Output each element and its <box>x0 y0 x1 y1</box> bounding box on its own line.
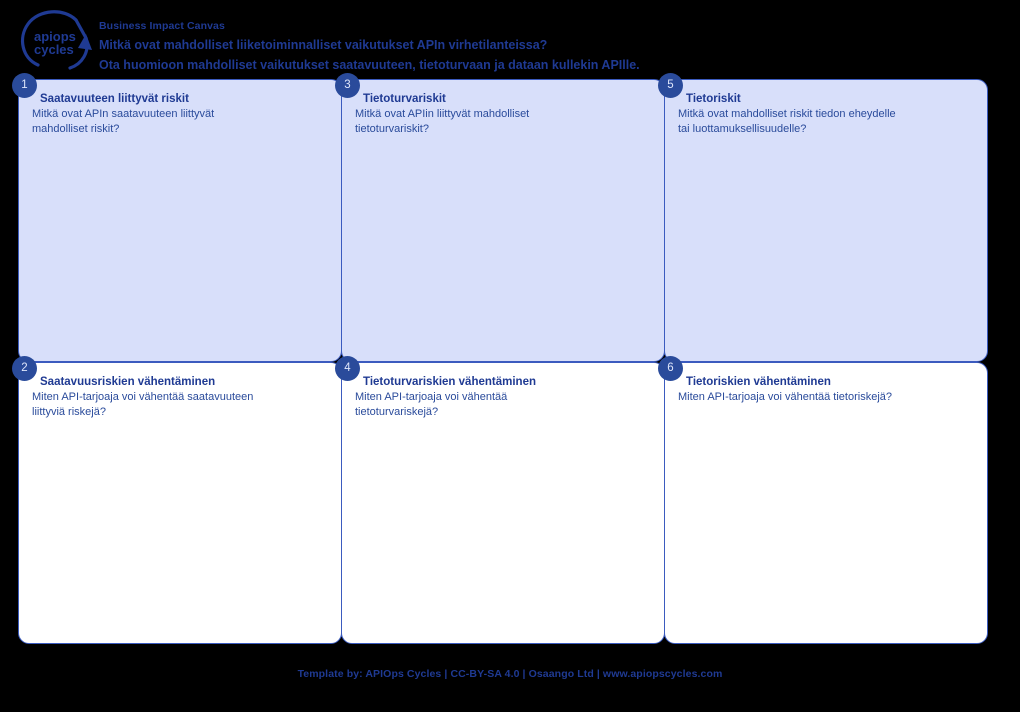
canvas-question-primary: Mitkä ovat mahdolliset liiketoiminnallis… <box>99 38 548 52</box>
canvas-card-6[interactable]: 6 Tietoriskien vähentäminen Miten API-ta… <box>658 356 988 644</box>
business-impact-canvas-grid: 1 Saatavuuteen liittyvät riskit Mitkä ov… <box>12 73 988 644</box>
canvas-card-2[interactable]: 2 Saatavuusriskien vähentäminen Miten AP… <box>12 356 342 644</box>
card-title: Tietoriskien vähentäminen <box>686 376 831 388</box>
card-description: Miten API-tarjoaja voi vähentää saatavuu… <box>32 391 254 418</box>
card-title: Saatavuuteen liittyvät riskit <box>40 93 189 105</box>
canvas-card-1[interactable]: 1 Saatavuuteen liittyvät riskit Mitkä ov… <box>12 73 342 362</box>
apiops-cycles-logo-icon: apiops cycles <box>12 8 96 74</box>
card-number-badge: 6 <box>658 356 683 381</box>
card-description: Miten API-tarjoaja voi vähentää tietoris… <box>678 391 893 403</box>
card-title: Tietoriskit <box>686 93 741 105</box>
canvas-card-5[interactable]: 5 Tietoriskit Mitkä ovat mahdolliset ris… <box>658 73 988 362</box>
card-body: Tietoturvariskien vähentäminen Miten API… <box>355 375 654 419</box>
canvas-card-3[interactable]: 3 Tietoturvariskit Mitkä ovat APIin liit… <box>335 73 665 362</box>
card-number-badge: 3 <box>335 73 360 98</box>
card-description: Mitkä ovat mahdolliset riskit tiedon ehe… <box>678 108 896 135</box>
card-number-badge: 5 <box>658 73 683 98</box>
card-body: Saatavuusriskien vähentäminen Miten API-… <box>32 375 331 419</box>
svg-text:cycles: cycles <box>34 42 74 57</box>
card-description: Miten API-tarjoaja voi vähentää tietotur… <box>355 391 508 418</box>
card-title: Tietoturvariskien vähentäminen <box>363 376 536 388</box>
card-body: Tietoriskit Mitkä ovat mahdolliset riski… <box>678 92 977 136</box>
card-description: Mitkä ovat APIin liittyvät mahdolliset t… <box>355 108 530 135</box>
canvas-question-secondary: Ota huomioon mahdolliset vaikutukset saa… <box>99 58 640 72</box>
card-title: Tietoturvariskit <box>363 93 446 105</box>
card-number-badge: 1 <box>12 73 37 98</box>
footer-attribution: Template by: APIOps Cycles | CC-BY-SA 4.… <box>297 668 723 680</box>
card-body: Tietoturvariskit Mitkä ovat APIin liitty… <box>355 92 654 136</box>
canvas-card-4[interactable]: 4 Tietoturvariskien vähentäminen Miten A… <box>335 356 665 644</box>
header-text-block: Business Impact Canvas Mitkä ovat mahdol… <box>99 19 999 73</box>
svg-text:apiops: apiops <box>34 29 76 44</box>
card-description: Mitkä ovat APIn saatavuuteen liittyvät m… <box>32 108 215 135</box>
card-number-badge: 4 <box>335 356 360 381</box>
card-body: Tietoriskien vähentäminen Miten API-tarj… <box>678 375 977 405</box>
page-header: apiops cycles Business Impact Canvas Mit… <box>0 0 1020 78</box>
card-number-badge: 2 <box>12 356 37 381</box>
canvas-kicker: Business Impact Canvas <box>99 20 225 32</box>
card-body: Saatavuuteen liittyvät riskit Mitkä ovat… <box>32 92 331 136</box>
card-title: Saatavuusriskien vähentäminen <box>40 376 216 388</box>
